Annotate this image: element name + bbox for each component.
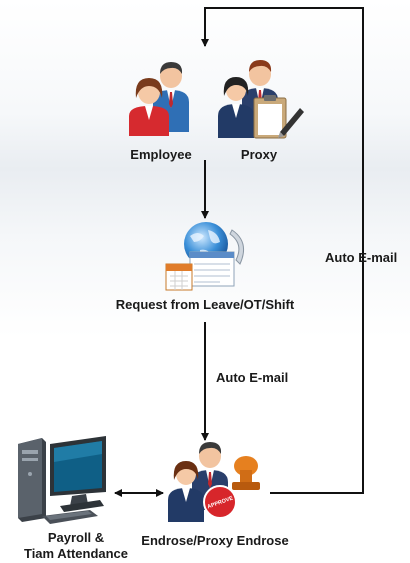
proxy-label: Proxy	[240, 147, 278, 162]
payroll-label-line1: Payroll &	[47, 530, 105, 545]
endorse-label: Endrose/Proxy Endrose	[141, 533, 289, 548]
computer-icon	[18, 436, 106, 524]
auto-email-label-middle: Auto E-mail	[216, 370, 289, 385]
arrow-endorse-to-top	[201, 7, 364, 494]
payroll-label-line2: Tiam Attendance	[23, 546, 129, 561]
employee-icon	[129, 62, 189, 136]
proxy-icon	[218, 60, 304, 139]
request-label: Request from Leave/OT/Shift	[115, 297, 295, 312]
request-form-icon	[165, 222, 245, 291]
auto-email-label-right: Auto E-mail	[325, 250, 398, 265]
employee-label: Employee	[130, 147, 192, 162]
endorse-approve-icon: APPROVE	[168, 442, 260, 522]
